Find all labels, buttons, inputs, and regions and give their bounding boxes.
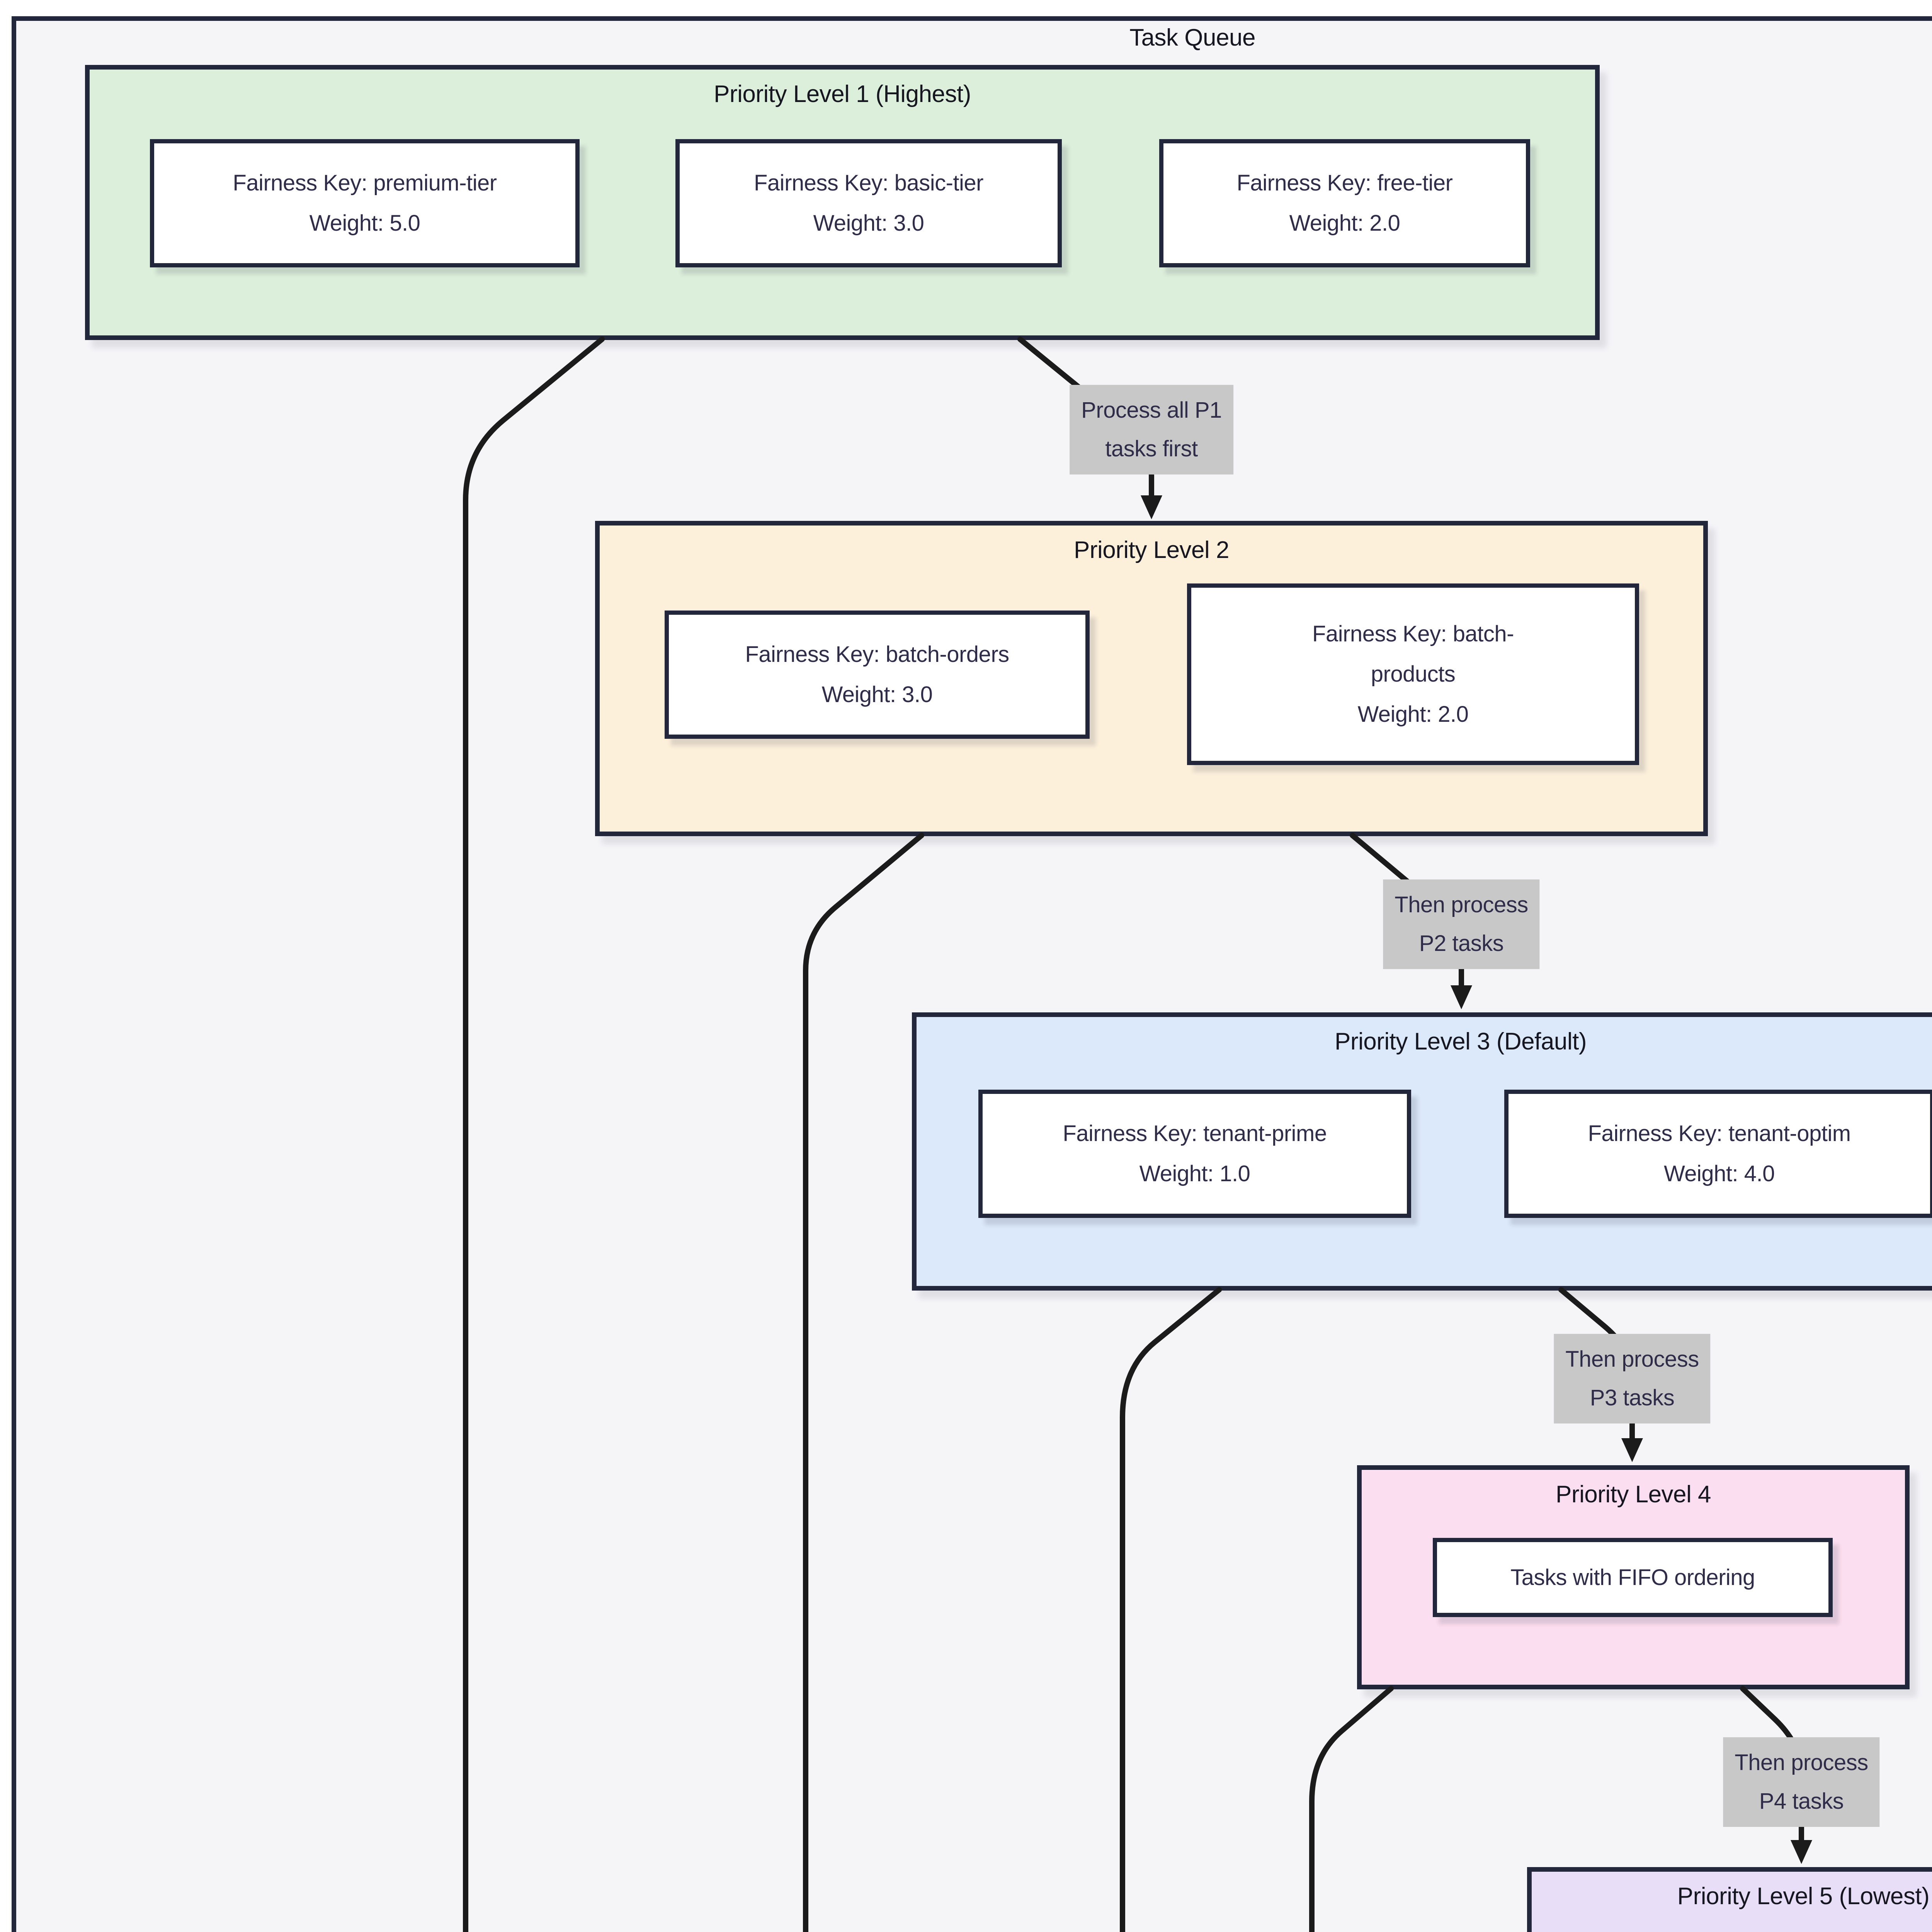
group-priority-level-5: Priority Level 5 (Lowest) xyxy=(1527,1867,1932,1932)
group-title: Priority Level 3 (Default) xyxy=(1334,1028,1587,1055)
edge-p4-to-workers xyxy=(1309,1686,1394,1932)
edge-label-process-p4: Then process P4 tasks xyxy=(1723,1737,1880,1827)
edge-p1-to-workers xyxy=(463,337,605,1932)
arrowhead-icon xyxy=(1621,1438,1643,1462)
edge-label-process-p2: Then process P2 tasks xyxy=(1383,879,1540,969)
group-title: Priority Level 1 (Highest) xyxy=(714,81,971,107)
edge-label-line: tasks first xyxy=(1105,436,1198,461)
node-line: Weight: 3.0 xyxy=(821,682,933,707)
node-line: Weight: 1.0 xyxy=(1139,1161,1250,1186)
node-batch-orders: Fairness Key: batch-orders Weight: 3.0 xyxy=(665,611,1090,739)
group-title: Priority Level 5 (Lowest) xyxy=(1677,1883,1930,1910)
node-tenant-optim: Fairness Key: tenant-optim Weight: 4.0 xyxy=(1504,1090,1932,1218)
node-line: Weight: 4.0 xyxy=(1664,1161,1775,1186)
node-line: Fairness Key: free-tier xyxy=(1236,170,1453,196)
node-line: Fairness Key: tenant-optim xyxy=(1588,1121,1851,1146)
edge-label-line: Then process xyxy=(1395,892,1528,917)
node-line: Fairness Key: tenant-prime xyxy=(1063,1121,1327,1146)
edge-label-line: P3 tasks xyxy=(1590,1385,1675,1410)
node-line: Fairness Key: batch- xyxy=(1312,621,1514,646)
node-line: Weight: 3.0 xyxy=(813,211,924,236)
node-line: Weight: 5.0 xyxy=(309,211,420,236)
node-batch-products: Fairness Key: batch- products Weight: 2.… xyxy=(1187,583,1639,765)
node-line: products xyxy=(1371,662,1456,687)
arrowhead-icon xyxy=(1451,985,1472,1009)
arrowhead-icon xyxy=(1791,1840,1812,1864)
edge-p2-to-workers xyxy=(803,833,924,1932)
node-line: Weight: 2.0 xyxy=(1289,211,1400,236)
edge-label-line: P2 tasks xyxy=(1419,931,1504,956)
node-line: Tasks with FIFO ordering xyxy=(1510,1565,1755,1590)
node-premium-tier: Fairness Key: premium-tier Weight: 5.0 xyxy=(150,139,580,267)
edge-label-line: P4 tasks xyxy=(1759,1789,1844,1814)
node-line: Fairness Key: batch-orders xyxy=(745,642,1009,667)
edge-label-process-p1: Process all P1 tasks first xyxy=(1070,385,1233,474)
group-title: Priority Level 4 xyxy=(1555,1481,1711,1508)
node-p4-fifo: Tasks with FIFO ordering xyxy=(1433,1538,1833,1617)
group-title: Priority Level 2 xyxy=(1073,537,1230,563)
node-tenant-prime: Fairness Key: tenant-prime Weight: 1.0 xyxy=(978,1090,1411,1218)
edge-label-line: Process all P1 xyxy=(1081,398,1222,423)
node-basic-tier: Fairness Key: basic-tier Weight: 3.0 xyxy=(675,139,1062,267)
edge-label-line: Then process xyxy=(1735,1750,1868,1775)
node-line: Fairness Key: basic-tier xyxy=(754,170,983,196)
node-line: Fairness Key: premium-tier xyxy=(233,170,497,196)
edge-label-process-p3: Then process P3 tasks xyxy=(1554,1334,1711,1423)
edge-label-line: Then process xyxy=(1565,1347,1699,1372)
node-line: Weight: 2.0 xyxy=(1357,702,1469,727)
edge-p3-to-workers xyxy=(1120,1287,1222,1932)
arrowhead-icon xyxy=(1141,495,1162,519)
diagram-title: Task Queue xyxy=(1129,24,1255,51)
node-free-tier: Fairness Key: free-tier Weight: 2.0 xyxy=(1159,139,1530,267)
